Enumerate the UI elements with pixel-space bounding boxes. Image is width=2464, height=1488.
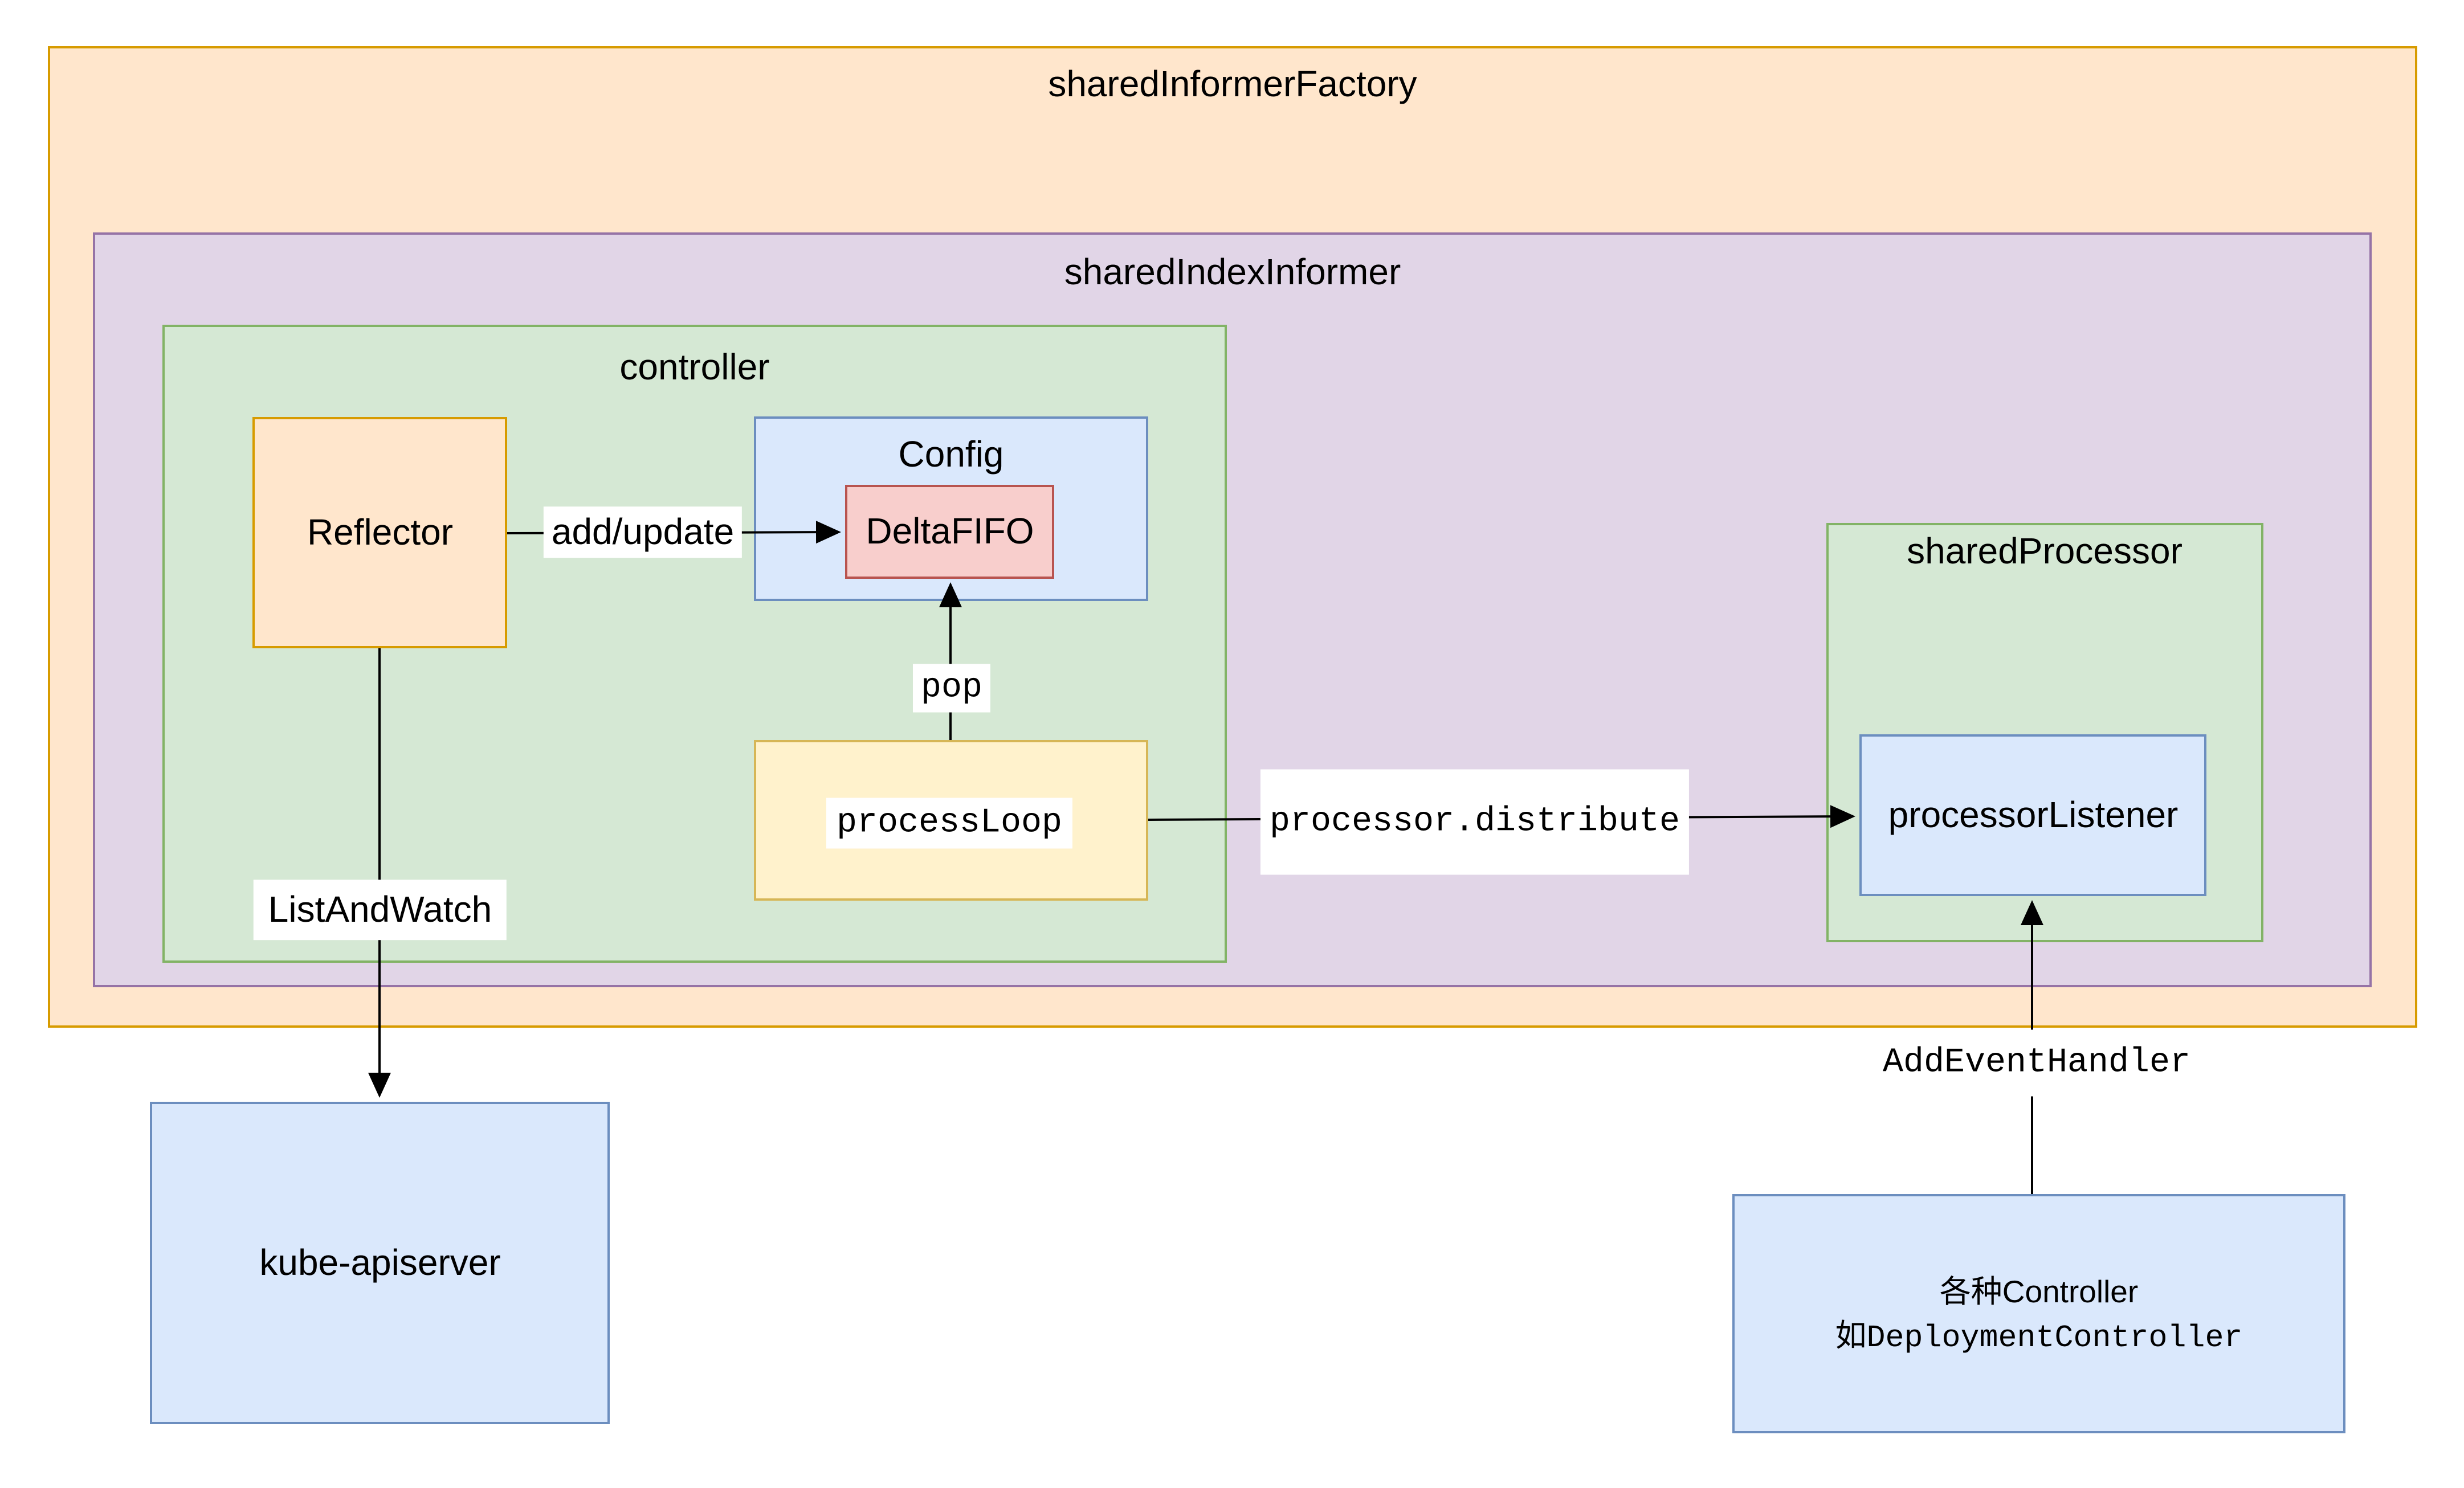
- edge-label-add-event-handler: AddEventHandler: [1873, 1029, 2200, 1097]
- controller-title: controller: [619, 346, 770, 388]
- controllers-box: [1732, 1194, 2345, 1433]
- edge-label-add-update: add/update: [543, 506, 743, 558]
- delta-fifo-box: [845, 485, 1054, 579]
- reflector-label: Reflector: [307, 512, 454, 553]
- shared-processor-title: sharedProcessor: [1907, 530, 2182, 572]
- shared-informer-factory-title: sharedInformerFactory: [1048, 63, 1417, 105]
- edge-label-list-and-watch: ListAndWatch: [253, 880, 507, 940]
- kube-apiserver-label: kube-apiserver: [259, 1242, 501, 1283]
- edge-label-processor-distribute: processor.distribute: [1260, 769, 1690, 875]
- edge-label-pop: pop: [912, 664, 991, 713]
- process-loop-label: processLoop: [826, 798, 1073, 849]
- controllers-label-line2: 如DeploymentController: [1835, 1320, 2243, 1356]
- kube-apiserver-box: [150, 1102, 610, 1424]
- config-title: Config: [898, 434, 1004, 475]
- delta-fifo-label: DeltaFIFO: [866, 510, 1034, 552]
- controllers-label-line1: 各种Controller: [1939, 1274, 2139, 1309]
- controllers-label: 各种Controller 如DeploymentController: [1835, 1268, 2242, 1362]
- processor-listener-label: processorListener: [1888, 794, 2179, 836]
- reflector-box: [252, 417, 507, 648]
- shared-index-informer-title: sharedIndexInformer: [1064, 251, 1401, 293]
- processor-listener-box: [1859, 734, 2206, 896]
